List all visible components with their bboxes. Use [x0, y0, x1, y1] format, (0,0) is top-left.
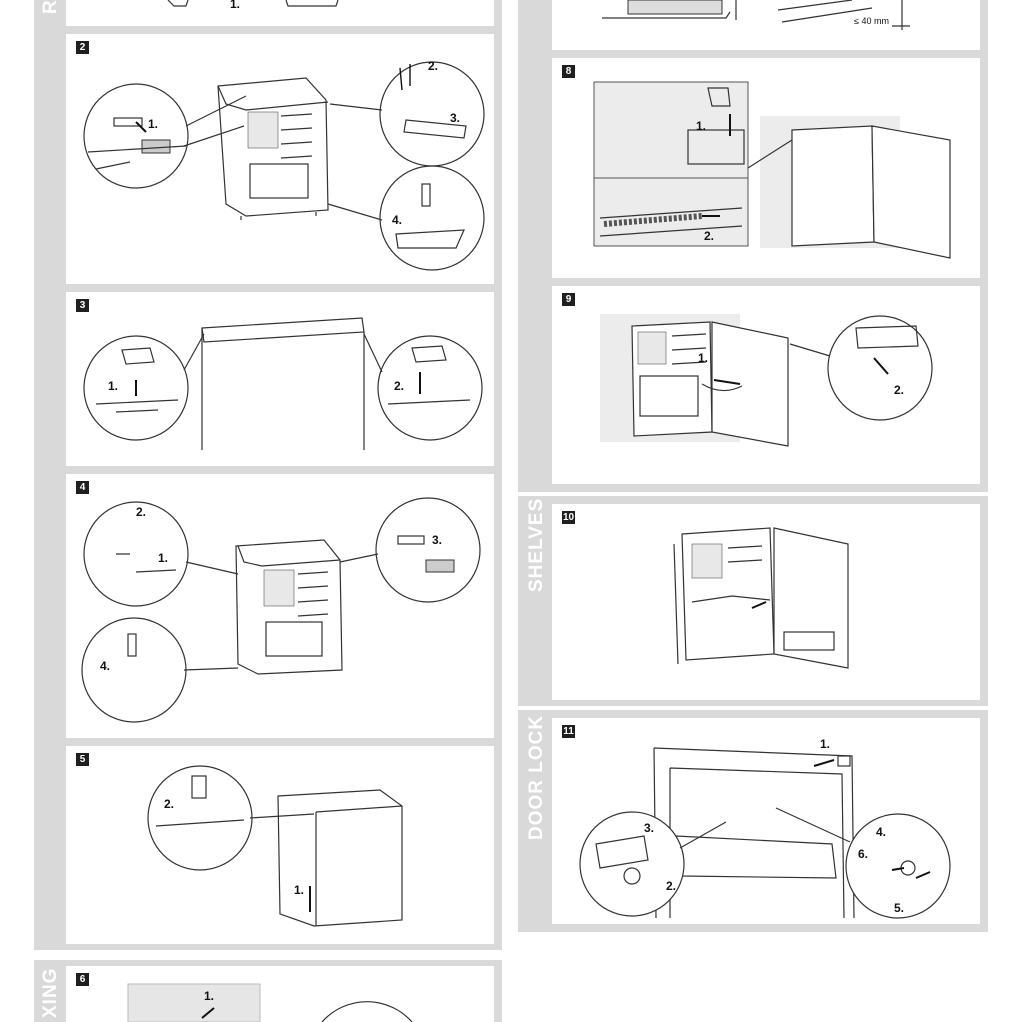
panel-10: 10	[552, 504, 980, 700]
svg-text:1.: 1.	[204, 989, 214, 1003]
panel-11-drawing: 1. 3. 2. 4. 6. 5.	[579, 737, 951, 919]
panel-1-drawing: 1.	[167, 0, 339, 11]
panel-1-partial: 1.	[66, 0, 494, 26]
panel-number: 5	[76, 753, 89, 766]
svg-text:1.: 1.	[108, 379, 118, 393]
svg-text:1.: 1.	[820, 737, 830, 751]
section-label-shelves: SHELVES	[526, 497, 547, 592]
svg-text:1.: 1.	[148, 117, 158, 131]
svg-text:1.: 1.	[294, 883, 304, 897]
panel-10-drawing	[673, 527, 849, 669]
panel-11: 11 1. 3. 2. 4. 6. 5.	[552, 718, 980, 924]
dimension-label: ≤ 40 mm	[854, 16, 889, 26]
svg-text:4.: 4.	[100, 659, 110, 673]
panel-5: 5 2. 1.	[66, 746, 494, 944]
panel-9: 9 1. 2.	[552, 286, 980, 484]
svg-text:2.: 2.	[666, 879, 676, 893]
svg-text:2.: 2.	[704, 229, 714, 243]
panel-number: 2	[76, 41, 89, 54]
panel-4-drawing: 2. 1. 4. 3.	[81, 497, 481, 723]
svg-text:6.: 6.	[858, 847, 868, 861]
panel-3: 3 1. 2.	[66, 292, 494, 466]
svg-text:2.: 2.	[394, 379, 404, 393]
panel-8: 8 1. 2.	[552, 58, 980, 278]
panel-7-drawing: ≤ 40 mm	[602, 0, 910, 30]
panel-3-drawing: 1. 2.	[83, 317, 483, 450]
panel-number: 4	[76, 481, 89, 494]
svg-text:2.: 2.	[428, 59, 438, 73]
svg-text:1.: 1.	[230, 0, 240, 11]
svg-text:3.: 3.	[432, 533, 442, 547]
section-label-door-lock: DOOR LOCK	[526, 714, 547, 840]
svg-text:3.: 3.	[644, 821, 654, 835]
svg-text:2.: 2.	[164, 797, 174, 811]
svg-text:3.: 3.	[450, 111, 460, 125]
svg-text:2.: 2.	[136, 505, 146, 519]
svg-text:4.: 4.	[392, 213, 402, 227]
section-label-top-left: R	[40, 0, 61, 14]
panel-number: 11	[562, 725, 575, 738]
panel-2-drawing: 1. 2. 3. 4.	[83, 59, 485, 271]
panel-number: 9	[562, 293, 575, 306]
svg-text:2.: 2.	[894, 383, 904, 397]
svg-text:4.: 4.	[876, 825, 886, 839]
panel-5-drawing: 2. 1.	[147, 765, 403, 927]
panel-number: 10	[562, 511, 575, 524]
panel-6-drawing: 1.	[127, 983, 413, 1022]
panel-2: 2 1. 2. 3. 4.	[66, 34, 494, 284]
panel-9-drawing: 1. 2.	[600, 314, 933, 447]
svg-text:1.: 1.	[698, 351, 708, 365]
svg-text:1.: 1.	[696, 119, 706, 133]
section-label-fixing: XING	[40, 967, 61, 1018]
panel-4: 4 2. 1. 4. 3.	[66, 474, 494, 738]
svg-text:5.: 5.	[894, 901, 904, 915]
panel-number: 3	[76, 299, 89, 312]
panel-number: 6	[76, 973, 89, 986]
panel-6: 6 1.	[66, 966, 494, 1022]
panel-8-drawing: 1. 2.	[593, 81, 951, 259]
panel-number: 8	[562, 65, 575, 78]
svg-text:1.: 1.	[158, 551, 168, 565]
panel-7-partial: ≤ 40 mm	[552, 0, 980, 50]
